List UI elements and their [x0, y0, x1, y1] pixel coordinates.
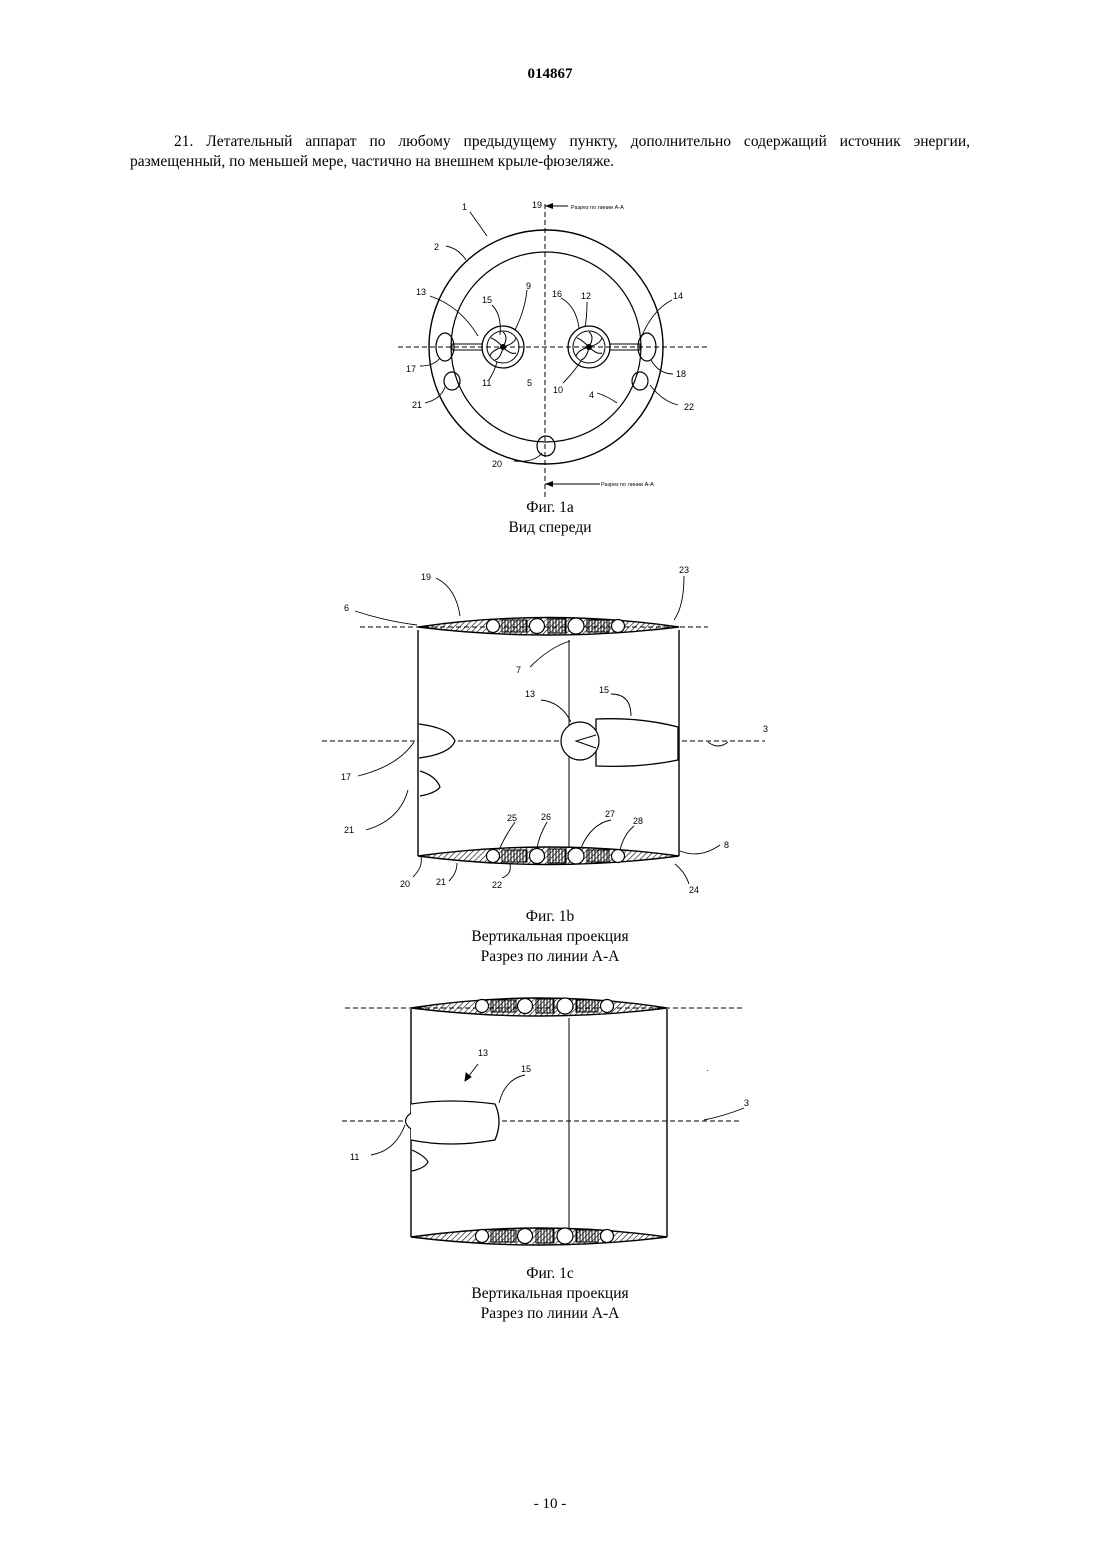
svg-text:22: 22	[492, 880, 502, 890]
svg-text:3: 3	[763, 724, 768, 734]
figure-1a-caption-line-2: Вид спереди	[0, 518, 1100, 538]
figure-1c-drawing: 13 15 3 11 .	[342, 998, 749, 1245]
svg-text:6: 6	[344, 603, 349, 613]
svg-text:14: 14	[673, 291, 683, 301]
svg-text:Разрез по линии А-А: Разрез по линии А-А	[601, 482, 654, 488]
svg-text:12: 12	[581, 291, 591, 301]
svg-text:15: 15	[482, 295, 492, 305]
svg-text:20: 20	[400, 879, 410, 889]
svg-text:24: 24	[689, 885, 699, 895]
svg-text:13: 13	[478, 1048, 488, 1058]
svg-text:23: 23	[679, 565, 689, 575]
svg-text:26: 26	[541, 812, 551, 822]
figure-1c-caption-line-3: Разрез по линии А-А	[0, 1304, 1100, 1324]
svg-text:27: 27	[605, 809, 615, 819]
svg-text:19: 19	[421, 572, 431, 582]
svg-text:17: 17	[406, 364, 416, 374]
svg-text:25: 25	[507, 813, 517, 823]
figure-1c-caption: Фиг. 1c Вертикальная проекция Разрез по …	[0, 1264, 1100, 1324]
page-number: - 10 -	[0, 1496, 1100, 1513]
svg-text:5: 5	[527, 378, 532, 388]
figure-1a-caption: Фиг. 1a Вид спереди	[0, 498, 1100, 538]
svg-text:15: 15	[521, 1064, 531, 1074]
svg-text:16: 16	[552, 289, 562, 299]
svg-text:20: 20	[492, 459, 502, 469]
svg-text:13: 13	[525, 689, 535, 699]
svg-text:1: 1	[462, 202, 467, 212]
svg-text:13: 13	[416, 287, 426, 297]
figure-1b-caption-line-2: Вертикальная проекция	[0, 927, 1100, 947]
svg-text:15: 15	[599, 685, 609, 695]
svg-text:Разрез по линии А-А: Разрез по линии А-А	[571, 205, 624, 211]
svg-text:22: 22	[684, 402, 694, 412]
svg-text:.: .	[706, 1063, 709, 1073]
figure-1b-drawing: 19 23 6 7 13 15 3 17 21 25 26 27 28 8 20…	[322, 565, 768, 895]
svg-text:11: 11	[350, 1152, 359, 1162]
svg-text:8: 8	[724, 840, 729, 850]
figure-1c-caption-line-2: Вертикальная проекция	[0, 1284, 1100, 1304]
figure-1c-caption-line-1: Фиг. 1c	[0, 1264, 1100, 1284]
svg-text:17: 17	[341, 772, 351, 782]
svg-text:7: 7	[516, 665, 521, 675]
svg-text:21: 21	[436, 877, 446, 887]
svg-text:21: 21	[344, 825, 354, 835]
svg-text:28: 28	[633, 816, 643, 826]
svg-text:11: 11	[482, 378, 491, 388]
figure-1a-drawing: 1 19 2 13 15 9 16 12 14 17 11 5 10 4 18 …	[398, 200, 710, 500]
svg-text:19: 19	[532, 200, 542, 210]
svg-text:21: 21	[412, 400, 422, 410]
svg-text:10: 10	[553, 385, 563, 395]
figure-1a-caption-line-1: Фиг. 1a	[0, 498, 1100, 518]
svg-text:3: 3	[744, 1098, 749, 1108]
figure-1b-caption-line-3: Разрез по линии А-А	[0, 947, 1100, 967]
svg-text:2: 2	[434, 242, 439, 252]
svg-text:4: 4	[589, 390, 594, 400]
figure-1b-caption: Фиг. 1b Вертикальная проекция Разрез по …	[0, 907, 1100, 967]
svg-text:9: 9	[526, 281, 531, 291]
figure-1b-caption-line-1: Фиг. 1b	[0, 907, 1100, 927]
svg-text:18: 18	[676, 369, 686, 379]
